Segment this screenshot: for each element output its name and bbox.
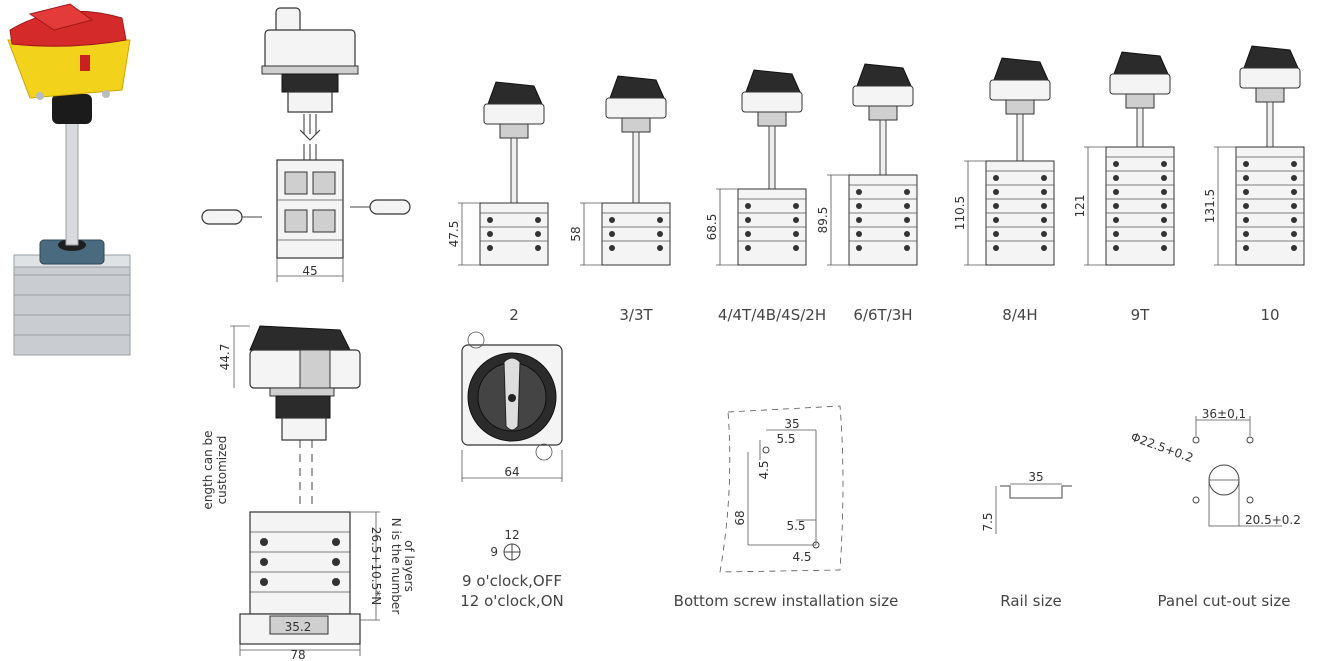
side-height-label: 44.7: [218, 344, 232, 371]
variant-2: 58 3/3T: [569, 75, 671, 324]
screw-caption: Bottom screw installation size: [674, 592, 899, 610]
stack-formula: 26.5+10.5*N: [369, 527, 383, 605]
variant-1: 47.52: [447, 81, 549, 324]
variant-height-label: 58: [569, 226, 583, 241]
variant-label: 2: [509, 306, 519, 324]
screw-a: 5.5: [776, 432, 795, 446]
base-outer-label: 78: [290, 648, 305, 661]
variant-height-label: 47.5: [447, 221, 461, 248]
rail-w: 35: [1028, 470, 1043, 484]
cutout-diagram: 36±0,1 Φ22.5+0.2 20.5+0.2 Panel cut-out …: [1129, 407, 1301, 610]
screw-h: 68: [733, 510, 747, 525]
side-view: 44.7 ength can be customized 26.5+10.5*N…: [201, 325, 416, 661]
stack-note-line1: N is the number: [389, 518, 403, 615]
pos-line2: 12 o'clock,ON: [460, 592, 563, 610]
shaft-note-line1: ength can be: [201, 430, 215, 509]
variant-4: 89.5 6/6T/3H: [816, 63, 918, 324]
variant-height-label: 89.5: [816, 207, 830, 234]
exploded-view: 45: [201, 7, 411, 282]
variant-label: 3/3T: [619, 306, 653, 324]
screw-diagram: 35 5.5 4.5 68 5.5 4.5 Bottom screw insta…: [674, 405, 899, 610]
variant-label: 6/6T/3H: [853, 306, 912, 324]
rail-caption: Rail size: [1000, 592, 1061, 610]
screw-b: 4.5: [757, 460, 771, 479]
variant-6: 121 9T: [1073, 51, 1175, 324]
screw-w: 35: [784, 417, 799, 431]
positions: 12 9 9 o'clock,OFF 12 o'clock,ON: [460, 528, 563, 610]
variant-label: 9T: [1131, 306, 1151, 324]
pos-line1: 9 o'clock,OFF: [462, 572, 562, 590]
variant-5: 110.5 8/4H: [953, 57, 1055, 324]
cutout-spacing: 36±0,1: [1202, 407, 1246, 421]
exploded-width-label: 45: [302, 264, 317, 278]
pos-top-num: 12: [504, 528, 519, 542]
variant-label: 8/4H: [1002, 306, 1037, 324]
front-view: 64: [461, 331, 563, 482]
variant-height-label: 121: [1073, 195, 1087, 218]
screw-c: 5.5: [786, 519, 805, 533]
shaft-note-line2: customized: [215, 436, 229, 505]
product-photo: [7, 3, 131, 356]
base-inner-label: 35.2: [285, 620, 312, 634]
pos-left-num: 9: [490, 545, 498, 559]
variant-label: 10: [1260, 306, 1279, 324]
rail-diagram: 35 7.5 Rail size: [981, 470, 1072, 610]
variant-label: 4/4T/4B/4S/2H: [718, 306, 826, 324]
cutout-diameter: Φ22.5+0.2: [1129, 430, 1195, 465]
cutout-caption: Panel cut-out size: [1158, 592, 1291, 610]
front-width-label: 64: [504, 465, 519, 479]
variant-3: 68.5 4/4T/4B/4S/2H: [705, 69, 826, 324]
rail-h: 7.5: [981, 512, 995, 531]
variant-7: 131.5 10: [1203, 45, 1305, 324]
variants-row: 47.52583/3T68.54/4T/4B/4S/2H89.56/6T/3H1…: [447, 45, 1305, 324]
screw-d: 4.5: [792, 550, 811, 564]
stack-note-line2: of layers: [402, 540, 416, 592]
variant-height-label: 68.5: [705, 214, 719, 241]
cutout-offset: 20.5+0.2: [1245, 513, 1301, 527]
variant-height-label: 110.5: [953, 196, 967, 230]
variant-height-label: 131.5: [1203, 189, 1217, 223]
